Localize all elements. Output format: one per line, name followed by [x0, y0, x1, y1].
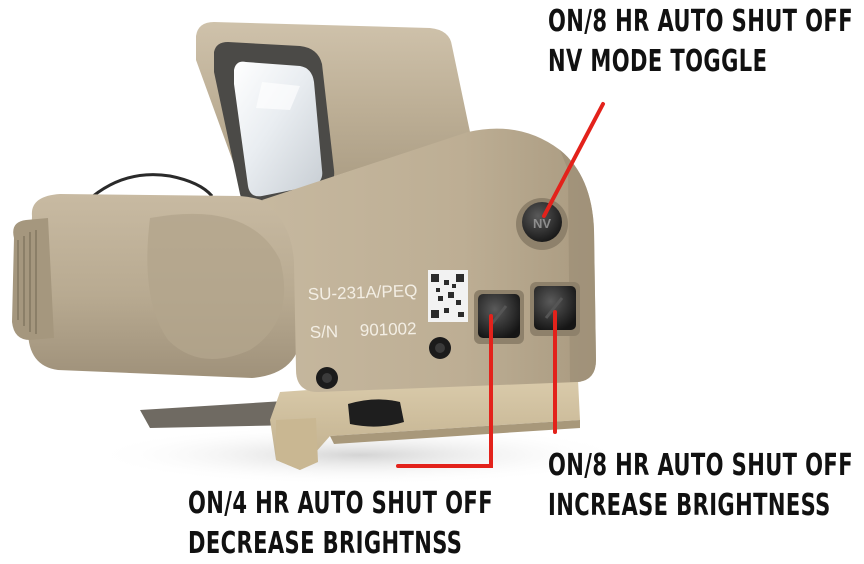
callout-nv-mode: ON/8 HR AUTO SHUT OFF NV MODE TOGGLE	[548, 2, 853, 82]
callout-increase-brightness: ON/8 HR AUTO SHUT OFF INCREASE BRIGHTNES…	[548, 446, 853, 526]
callout-decrease-line2: DECREASE BRIGHTNSS	[188, 526, 463, 561]
throw-lever	[348, 399, 404, 427]
pointer-decrease	[396, 314, 493, 468]
serial-label: S/N	[309, 322, 338, 342]
pointer-nv	[542, 102, 605, 218]
decrease-brightness-button[interactable]	[474, 290, 524, 344]
mount-clamp	[276, 418, 318, 470]
battery-front-bulge	[147, 213, 285, 359]
serial-number: 901002	[359, 319, 416, 340]
floor-shadow	[90, 425, 630, 485]
nv-button[interactable]: NV	[516, 198, 568, 250]
glass-glare	[256, 82, 300, 110]
qr-code-icon	[428, 270, 468, 322]
mount-base	[270, 372, 580, 470]
optic-window	[234, 61, 323, 197]
cap-ridges	[17, 230, 37, 334]
callout-nv-line2: NV MODE TOGGLE	[548, 44, 768, 79]
callout-increase-line1: ON/8 HR AUTO SHUT OFF	[548, 448, 853, 483]
model-engraving: SU-231A/PEQ	[307, 281, 417, 304]
mount-edge	[330, 420, 580, 444]
battery-cap	[12, 218, 54, 340]
screw-icon	[429, 337, 451, 359]
nv-button-icon	[522, 202, 562, 242]
tether-wire	[80, 173, 214, 208]
side-shade	[560, 150, 596, 382]
screw-icon	[316, 367, 338, 389]
callout-increase-line2: INCREASE BRIGHTNESS	[548, 488, 831, 523]
increase-brightness-button[interactable]	[530, 282, 580, 336]
rail-base	[140, 400, 300, 428]
nv-button-label: NV	[533, 216, 551, 231]
callout-decrease-brightness: ON/4 HR AUTO SHUT OFF DECREASE BRIGHTNSS	[188, 484, 493, 564]
callout-nv-line1: ON/8 HR AUTO SHUT OFF	[548, 4, 853, 39]
callout-decrease-line1: ON/4 HR AUTO SHUT OFF	[188, 486, 493, 521]
